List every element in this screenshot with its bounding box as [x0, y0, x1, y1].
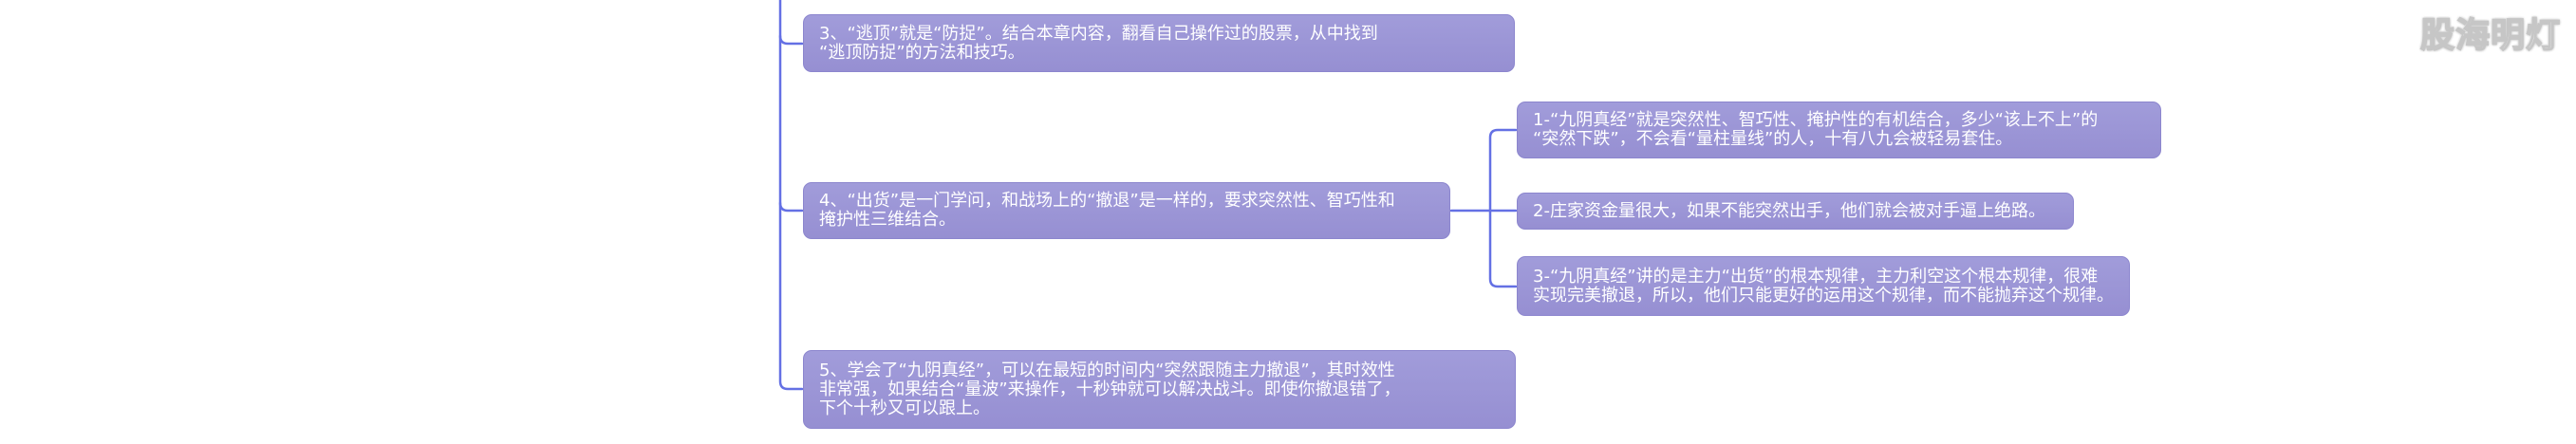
- mindmap-child-node-1-label: 1-“九阴真经”就是突然性、智巧性、掩护性的有机结合，多少“该上不上”的 “突然…: [1533, 110, 2099, 149]
- connector-branch-node3: [778, 34, 804, 46]
- mindmap-child-node-2-label: 2-庄家资金量很大，如果不能突然出手，他们就会被对手逼上绝路。: [1533, 200, 2045, 221]
- connector-trunk-left: [778, 0, 804, 391]
- mindmap-child-node-3[interactable]: 3-“九阴真经”讲的是主力“出货”的根本规律，主力利空这个根本规律，很难 实现完…: [1517, 256, 2130, 316]
- mindmap-node-3-label: 3、“逃顶”就是“防捉”。结合本章内容，翻看自己操作过的股票，从中找到 “逃顶防…: [819, 23, 1378, 63]
- mindmap-node-4-label: 4、“出货”是一门学问，和战场上的“撤退”是一样的，要求突然性、智巧性和 掩护性…: [819, 191, 1395, 230]
- connector-branch-node4: [778, 201, 804, 213]
- mindmap-node-4[interactable]: 4、“出货”是一门学问，和战场上的“撤退”是一样的，要求突然性、智巧性和 掩护性…: [803, 182, 1450, 239]
- mindmap-node-5[interactable]: 5、学会了“九阴真经”，可以在最短的时间内“突然跟随主力撤退”，其时效性 非常强…: [803, 350, 1516, 429]
- mindmap-child-node-2[interactable]: 2-庄家资金量很大，如果不能突然出手，他们就会被对手逼上绝路。: [1517, 193, 2074, 230]
- mindmap-node-3[interactable]: 3、“逃顶”就是“防捉”。结合本章内容，翻看自己操作过的股票，从中找到 “逃顶防…: [803, 14, 1515, 72]
- watermark-text: 股海明灯: [2419, 15, 2562, 56]
- mindmap-child-node-1[interactable]: 1-“九阴真经”就是突然性、智巧性、掩护性的有机结合，多少“该上不上”的 “突然…: [1517, 102, 2161, 158]
- connector-trunk-right: [1488, 128, 1518, 288]
- mindmap-child-node-3-label: 3-“九阴真经”讲的是主力“出货”的根本规律，主力利空这个根本规律，很难 实现完…: [1533, 266, 2114, 305]
- mindmap-node-5-label: 5、学会了“九阴真经”，可以在最短的时间内“突然跟随主力撤退”，其时效性 非常强…: [819, 360, 1401, 418]
